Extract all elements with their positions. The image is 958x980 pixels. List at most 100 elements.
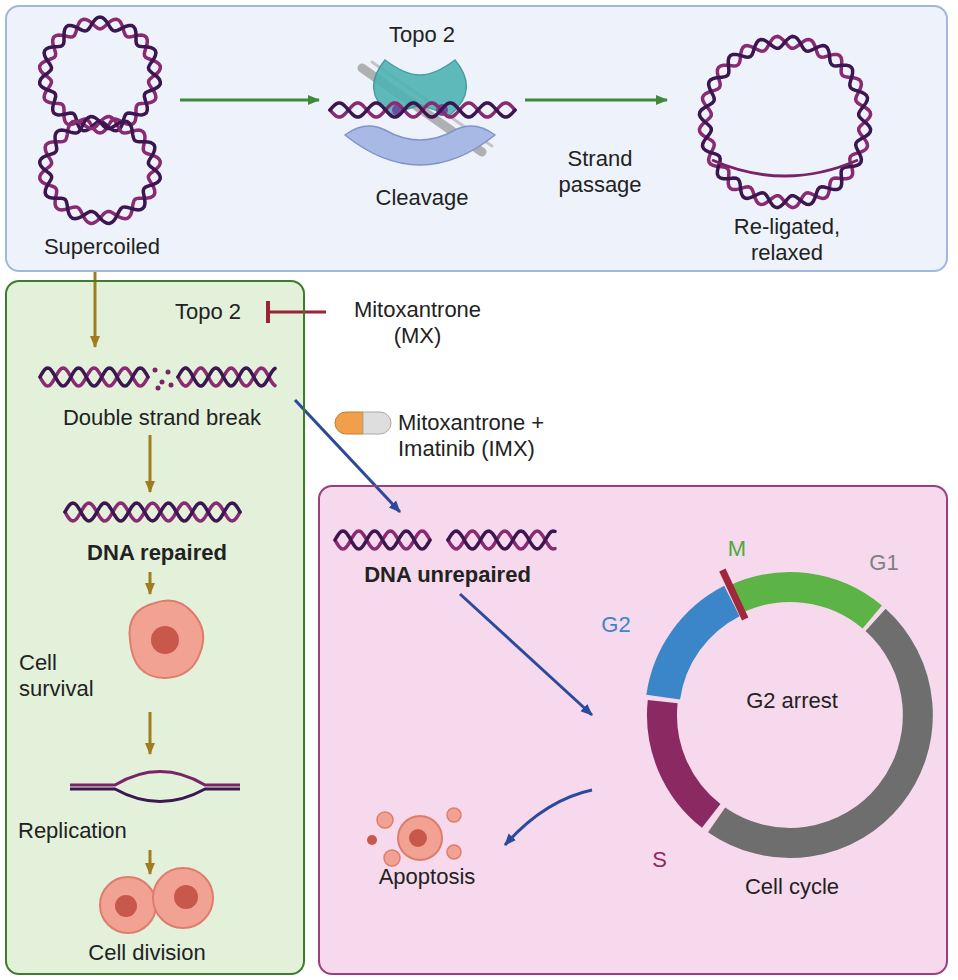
step-node: DNA repaired [59, 492, 255, 572]
nucleus [174, 885, 198, 909]
text-slot: Replication [18, 818, 153, 844]
dividing-cell [100, 877, 156, 933]
checkpoint-bar [722, 570, 745, 619]
break-fragment [169, 383, 174, 388]
step-node: DNA unrepaired [327, 512, 568, 594]
dna-strand [448, 531, 555, 549]
text-slot: Cell division [32, 940, 262, 966]
label-text: Cell division [32, 940, 262, 966]
label-text: Replication [18, 818, 153, 844]
dna-strand [699, 36, 870, 207]
text-slot: Strand passage [545, 146, 655, 199]
dna-strand [65, 503, 240, 521]
connector [180, 99, 319, 102]
text-slot: Topo 2 [175, 299, 260, 325]
panel-fill [6, 6, 947, 271]
connector [525, 99, 667, 102]
dna-strand [330, 103, 515, 117]
label-text: Apoptosis [352, 864, 502, 890]
text-slot: Mitoxantrone + Imatinib (IMX) [398, 410, 583, 463]
panel: DNA unrepaired M G2 G1S G2 arrestCell cycle A… [318, 485, 948, 975]
dna-strand [40, 368, 148, 386]
label-text: M [722, 536, 752, 562]
label-text: Cell cycle [727, 874, 857, 900]
cycle-phase-arc [717, 620, 918, 843]
text-slot: Double strand break [32, 405, 292, 431]
dna-strand [40, 368, 148, 386]
dna-strand [65, 503, 240, 521]
fragment [447, 845, 461, 859]
connector [460, 594, 592, 715]
nucleus [409, 829, 427, 847]
step-node: Re-ligated, relaxed [667, 17, 917, 272]
cycle-phase-arc [736, 587, 872, 617]
text-slot: M [722, 536, 752, 562]
fragment [384, 850, 400, 866]
replication-strand [70, 789, 240, 802]
connector [149, 850, 152, 874]
label-text: Strand passage [545, 146, 655, 199]
dna-strand [40, 17, 161, 131]
label-text: DNA unrepaired [330, 562, 565, 588]
step-node: Replication [14, 754, 249, 850]
cell-icon [130, 601, 204, 678]
nucleus [151, 626, 179, 654]
panel-fill [6, 281, 304, 974]
label-text: Topo 2 [322, 22, 522, 48]
label-text: Double strand break [32, 405, 292, 431]
step-node: Cell survival [16, 594, 217, 712]
dna-strand [699, 36, 870, 207]
text-slot: DNA repaired [62, 540, 252, 566]
break-fragment [153, 368, 158, 373]
text-slot: Mitoxantrone (MX) [330, 297, 505, 350]
label-text: G2 arrest [727, 688, 857, 714]
text-slot: S [647, 847, 672, 873]
dna-strand [330, 103, 515, 117]
panel: Double strand breakDNA repairedCell surv… [5, 280, 305, 975]
topo2-base [345, 126, 495, 165]
apoptotic-cell [398, 816, 442, 860]
pill-icon [363, 412, 391, 434]
label-text: Mitoxantrone + Imatinib (IMX) [398, 410, 583, 463]
label-text: Re-ligated, relaxed [722, 214, 852, 267]
connector [149, 572, 152, 594]
fragment [447, 808, 461, 822]
dna-strand [712, 160, 858, 176]
dna-strand [40, 117, 160, 224]
break-fragment [160, 380, 165, 385]
step-node: Apoptosis [349, 807, 505, 895]
label-text: S [647, 847, 672, 873]
dividing-cell [153, 868, 213, 928]
text-slot: Topo 2 [322, 22, 522, 48]
text-slot: DNA unrepaired [330, 562, 565, 588]
text-slot: Cell survival [19, 650, 124, 703]
step-node: Supercoiled [24, 20, 180, 270]
fragment [377, 812, 393, 828]
connector [149, 712, 152, 754]
text-slot: G2 arrest [727, 688, 857, 714]
text-slot: G2 [596, 612, 636, 638]
illustrations [40, 17, 918, 933]
panel: SupercoiledTopo 2CleavageRe-ligated, rel… [5, 5, 948, 272]
dna-strand [178, 368, 275, 386]
cycle-phase-arc [663, 601, 732, 697]
label-text: G2 [596, 612, 636, 638]
nucleus [115, 895, 137, 917]
label-text: G1 [864, 550, 904, 576]
label-text: DNA repaired [62, 540, 252, 566]
step-node: Double strand break [29, 347, 295, 435]
pill-icon [335, 412, 363, 434]
label-text: Cell survival [19, 650, 124, 703]
inhibition-bar [266, 301, 270, 323]
step-node: M G2 G1S G2 arrestCell cycle [592, 532, 942, 907]
replication-strand [70, 772, 240, 786]
label-text: Topo 2 [175, 299, 260, 325]
dna-strand [448, 531, 555, 549]
connector [295, 400, 400, 512]
inhibition-line [268, 311, 326, 314]
label-text: Mitoxantrone (MX) [330, 297, 505, 350]
connector [505, 790, 592, 845]
